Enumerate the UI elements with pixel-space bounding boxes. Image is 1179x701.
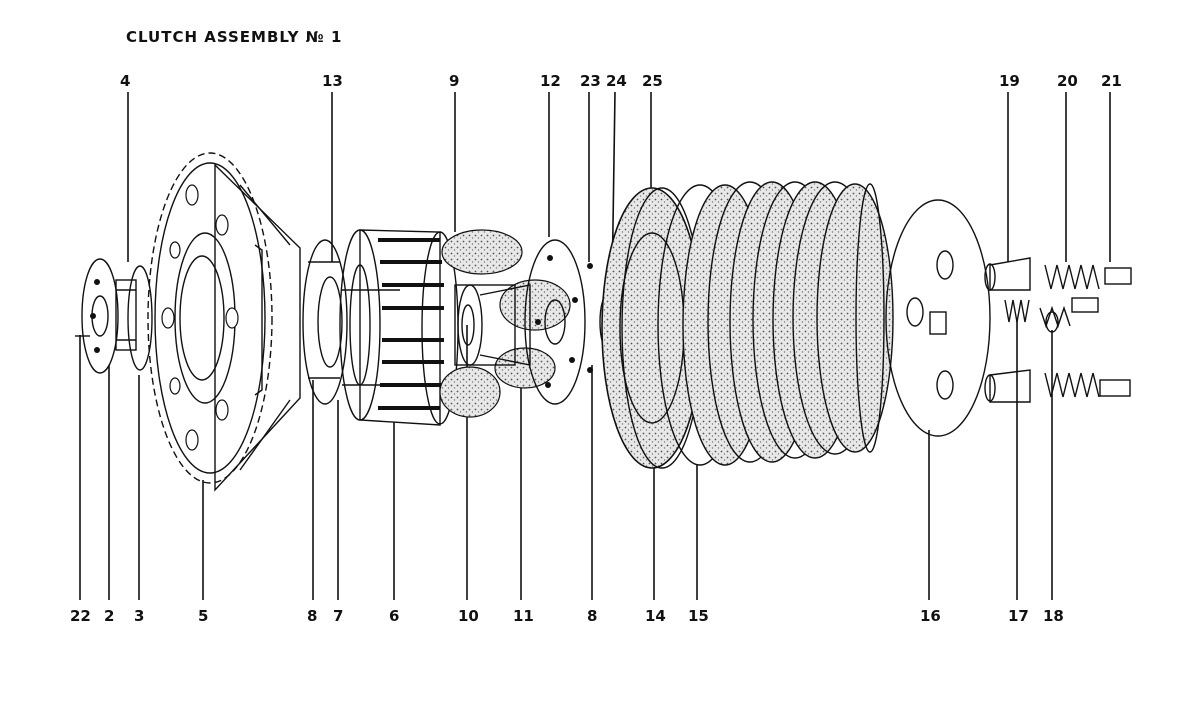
callout-20: 20 xyxy=(1057,72,1078,90)
diagram-title: CLUTCH ASSEMBLY № 1 xyxy=(126,28,343,46)
leader-lines xyxy=(79,91,1111,600)
ring-part-3 xyxy=(127,265,153,371)
callout-19: 19 xyxy=(999,72,1020,90)
callout-14: 14 xyxy=(645,607,666,625)
callout-8-right: 8 xyxy=(587,607,597,625)
callout-17: 17 xyxy=(1008,607,1029,625)
callout-5: 5 xyxy=(198,607,208,625)
callout-12: 12 xyxy=(540,72,561,90)
callout-25: 25 xyxy=(642,72,663,90)
callout-21: 21 xyxy=(1101,72,1122,90)
callout-16: 16 xyxy=(920,607,941,625)
callout-11: 11 xyxy=(513,607,534,625)
sprocket-drum-part-5 xyxy=(147,152,301,492)
callout-18: 18 xyxy=(1043,607,1064,625)
pressure-plate-part-16 xyxy=(885,199,991,437)
springs-screws-parts-17-21 xyxy=(984,257,1132,403)
callout-numbers: 4 13 9 12 23 24 25 19 20 21 22 2 3 5 8 7… xyxy=(70,72,1122,625)
callout-4: 4 xyxy=(120,72,130,90)
hub-spider-part-11 xyxy=(454,284,531,366)
callout-22: 22 xyxy=(70,607,91,625)
callout-23: 23 xyxy=(580,72,601,90)
callout-13: 13 xyxy=(322,72,343,90)
callout-10: 10 xyxy=(458,607,479,625)
callout-2: 2 xyxy=(104,607,114,625)
plate-stack-part-15 xyxy=(657,181,894,466)
callout-15: 15 xyxy=(688,607,709,625)
callout-8-left: 8 xyxy=(307,607,317,625)
basket-part-6 xyxy=(339,229,459,426)
callout-7: 7 xyxy=(333,607,343,625)
plate-part-7 xyxy=(302,239,348,405)
callout-6: 6 xyxy=(389,607,399,625)
callout-3: 3 xyxy=(134,607,144,625)
hub-flange-part-2 xyxy=(81,258,137,374)
callout-9: 9 xyxy=(449,72,459,90)
rubber-blocks-part-9 xyxy=(439,229,571,418)
callout-24: 24 xyxy=(606,72,627,90)
cover-plate-part-12 xyxy=(524,239,586,405)
